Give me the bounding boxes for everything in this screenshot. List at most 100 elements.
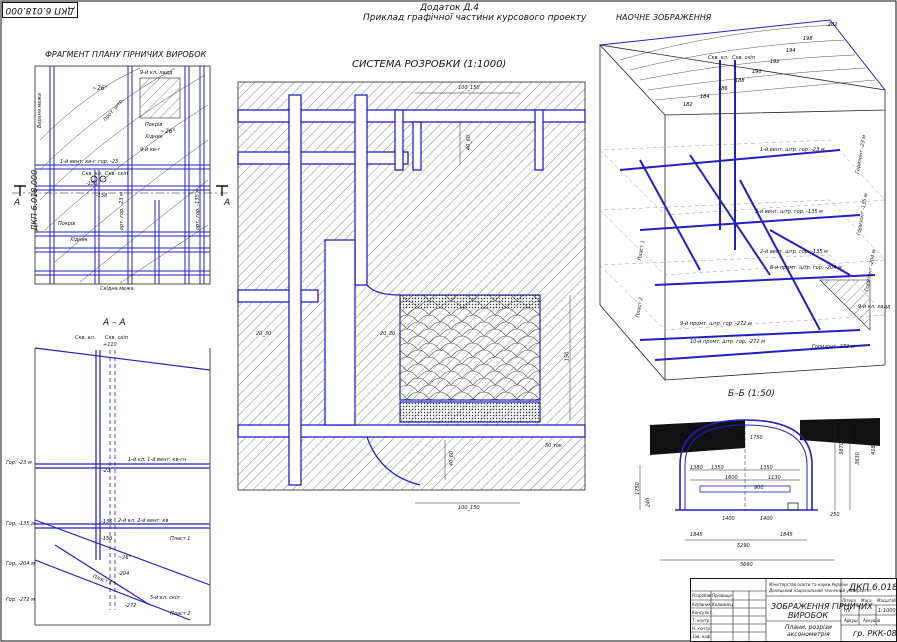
plan-skv-kl: Скв. кл. xyxy=(82,171,103,177)
plan-angle-mid: ~26° xyxy=(160,128,176,135)
plan-pokriv: Покрів xyxy=(145,122,163,128)
tb-sub2: аксонометрія xyxy=(787,631,830,638)
iso-h272: Горизонт -272 м xyxy=(812,344,855,350)
iso-contour-label: 192 xyxy=(770,59,780,65)
aa-m272: -272 xyxy=(125,603,137,609)
iso-kl: 9-й кл. ладд xyxy=(858,304,891,310)
bb-d700: 700 xyxy=(733,435,743,441)
plan-orts: орт. гор. -135 м xyxy=(195,188,201,230)
iso-title: НАОЧНЕ ЗОБРАЖЕННЯ xyxy=(616,13,712,22)
aa-title: A – A xyxy=(103,318,126,328)
aa-skv-skip: Скв. скіп xyxy=(105,335,129,341)
bb-d1600: 1600 xyxy=(725,475,738,481)
bb-dark-layer-left xyxy=(650,420,745,455)
iso-workings xyxy=(619,60,876,361)
aa-gor272: Гор. -272 м xyxy=(6,597,35,603)
aa-m135: -135 xyxy=(101,519,113,525)
section-arrow-right xyxy=(216,185,228,196)
aa-skip: 5-й кл. скіп xyxy=(150,595,180,601)
section-bb xyxy=(639,418,880,561)
tb-org1: Міністерство освіти та науки України xyxy=(769,582,848,587)
plan-vent-23: 1-й вент. кв-г xyxy=(60,159,96,165)
plan-roadways xyxy=(35,66,210,284)
plan-gor-23: гор. -23 xyxy=(98,159,119,165)
bb-d250: 250 xyxy=(830,512,840,518)
bb-arch-outer xyxy=(679,419,813,510)
bb-title: Б–Б (1:50) xyxy=(728,389,775,399)
plan-khidnyk2: Хідник xyxy=(70,237,88,243)
plan-ort: орт. гор. -23 м xyxy=(119,192,125,230)
iso-d6: 10-й промт. штр. гор. -272 м xyxy=(690,339,765,345)
dim-bot: 100_150 xyxy=(458,505,480,511)
bb-dimensions xyxy=(639,420,851,561)
iso-skv-kl: Скв. кл. xyxy=(708,55,729,61)
iso-contour-label: 186 xyxy=(718,86,728,92)
iso-contour-label: 202 xyxy=(828,22,838,28)
bb-drain xyxy=(787,502,799,511)
tb-code: ДКП 6.018.000 xyxy=(849,583,897,593)
ore-block xyxy=(399,294,541,401)
tb-col-mass: Маса xyxy=(861,598,872,603)
plan-m150: -150 xyxy=(86,181,98,187)
aa-m23: -23 xyxy=(102,468,111,474)
tb-sub1: Плани, розрізи xyxy=(785,624,832,631)
dim-left: 20_30 xyxy=(256,331,272,337)
tb-nu: НУ xyxy=(844,608,851,614)
iso-d4: 6-й промт. штр. гор. -204 м xyxy=(770,265,842,271)
iso-contours xyxy=(619,24,876,101)
plan-top-drift: 9-й кл. ладд xyxy=(140,70,173,76)
rotated-stamp: ДКП 6.018.000 xyxy=(2,2,78,18)
dim-bot-vert: 40_60 xyxy=(449,450,456,467)
bb-d1350a: 1350 xyxy=(711,465,724,471)
iso-top-outline xyxy=(599,19,886,91)
tb-row-4: Н. контр. xyxy=(692,626,712,631)
plan-shaft-1 xyxy=(90,175,98,183)
aa-gor204: Гор. -204 м xyxy=(6,561,35,567)
tb-title-2: ВИРОБОК xyxy=(788,611,829,620)
bb-d1400b: 1400 xyxy=(760,516,773,522)
section-arrow-left xyxy=(14,185,26,196)
iso-pillar xyxy=(819,279,871,331)
bb-d1130: 1130 xyxy=(768,475,781,481)
iso-d3: 2-й вент. штр. гор. -135 м xyxy=(760,249,828,255)
iso-d2: 3-й вент. штр. гор. -135 м xyxy=(755,209,823,215)
dim-right: 150 xyxy=(564,351,571,362)
aa-angle: ~26° xyxy=(118,555,132,561)
aa-skv-kl: Скв. кл. xyxy=(75,335,96,341)
plan-fragment xyxy=(12,65,230,285)
plan-upper-edge: Верхня межа xyxy=(37,93,43,128)
section-mark-right: A xyxy=(224,198,231,208)
iso-contour-label: 194 xyxy=(786,48,796,54)
plan-lower-edge: Скідна межа xyxy=(100,286,134,292)
bb-d900: 900 xyxy=(754,485,764,491)
system-dimensions xyxy=(415,92,571,504)
bb-d1400a: 1400 xyxy=(722,516,735,522)
bb-d1750: 1750 xyxy=(750,435,763,441)
tb-sheet: Аркуш xyxy=(844,618,858,623)
system-roadways xyxy=(237,94,586,486)
dim-vert1: 40_60 xyxy=(466,134,473,151)
aa-v110: +110 xyxy=(103,342,117,348)
aa-plast1: Пласт 1 xyxy=(170,536,191,542)
iso-contour-label: 190 xyxy=(752,69,762,75)
appendix-caption: Приклад графічної частини курсового прое… xyxy=(363,13,587,23)
bb-d3870: 3870 xyxy=(838,442,845,455)
title-block-grid xyxy=(691,579,896,641)
aa-drift1: 1-й кл. 1-й вент. кв-гн xyxy=(128,457,187,463)
system-title: СИСТЕМА РОЗРОБКИ (1:1000) xyxy=(352,59,507,70)
plan-m158: -158 xyxy=(96,193,108,199)
isometric-view xyxy=(598,19,886,381)
tb-name-1: Коломиєц xyxy=(712,602,733,607)
tb-org2: Донецький національний технічний універс… xyxy=(769,588,872,593)
plan-skv-skip: Скв. скіп xyxy=(105,171,129,177)
bb-d5290: 5290 xyxy=(737,543,750,549)
tb-row-0: Розробив xyxy=(692,593,712,598)
title-block: ДКП 6.018.000 Міністерство освіти та нау… xyxy=(690,578,897,642)
aa-plast2: Пласт 2 xyxy=(170,611,191,617)
bb-d4180: 4180 xyxy=(870,442,877,455)
iso-contour-label: 184 xyxy=(700,94,710,100)
tb-row-1: Керівник xyxy=(692,602,711,607)
iso-contour-label: 198 xyxy=(803,36,813,42)
